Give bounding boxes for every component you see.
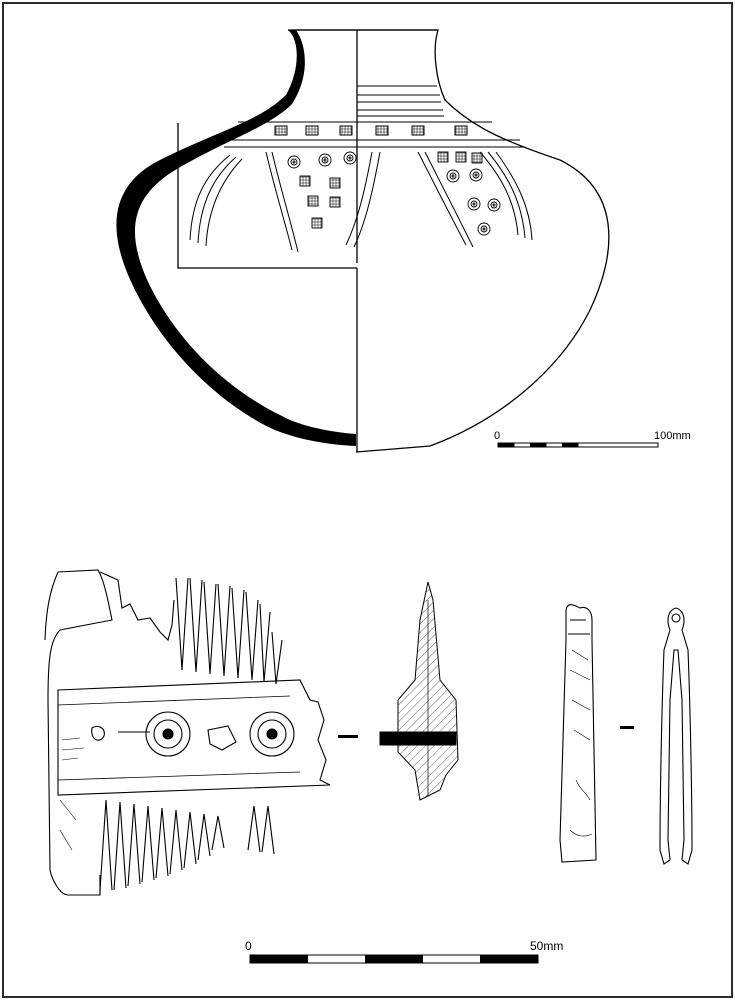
comb-section-marker bbox=[338, 735, 358, 738]
vessel-scale-end-label: 100mm bbox=[654, 430, 691, 442]
comb-drawing bbox=[44, 569, 331, 896]
comb-cross-section bbox=[379, 581, 459, 801]
rivet-2 bbox=[249, 711, 295, 757]
small-scale-end-label: 50mm bbox=[530, 939, 563, 953]
small-objects-scale-bar: 0 50mm bbox=[245, 939, 563, 964]
grid-stamps bbox=[299, 151, 483, 229]
small-scale-start-label: 0 bbox=[245, 939, 252, 953]
rivet-1 bbox=[145, 711, 191, 757]
stripe-group-mid-right bbox=[345, 151, 381, 248]
tweezers-side-view bbox=[559, 604, 597, 863]
vessel-drawing bbox=[116, 29, 610, 453]
vessel-scale-start-label: 0 bbox=[494, 430, 500, 442]
tweezers-front-view bbox=[659, 607, 693, 865]
stripe-group-right-a bbox=[417, 151, 474, 248]
vessel-profile-section bbox=[116, 30, 357, 446]
comb-upper-edge bbox=[99, 571, 175, 642]
comb-connecting-plate bbox=[57, 679, 331, 796]
circle-stamps bbox=[287, 151, 501, 236]
vessel-outline-right bbox=[296, 29, 610, 453]
comb-plate-texture bbox=[59, 737, 85, 851]
comb-rivets bbox=[91, 711, 295, 757]
shoulder-band bbox=[224, 121, 525, 148]
comb-end-plate bbox=[47, 569, 113, 896]
body-stamps bbox=[287, 151, 501, 236]
vessel-scale-bar: 0 100mm bbox=[494, 430, 691, 448]
stripe-group-mid-left bbox=[265, 151, 299, 253]
stripe-group-left bbox=[189, 154, 243, 247]
stripe-group-right-b bbox=[479, 151, 533, 241]
neck-lines bbox=[357, 85, 444, 117]
vessel-quarter-line bbox=[177, 123, 357, 269]
band-stamps bbox=[274, 125, 468, 136]
comb-lower-teeth bbox=[99, 799, 275, 891]
tweezers-section-marker bbox=[620, 726, 634, 729]
